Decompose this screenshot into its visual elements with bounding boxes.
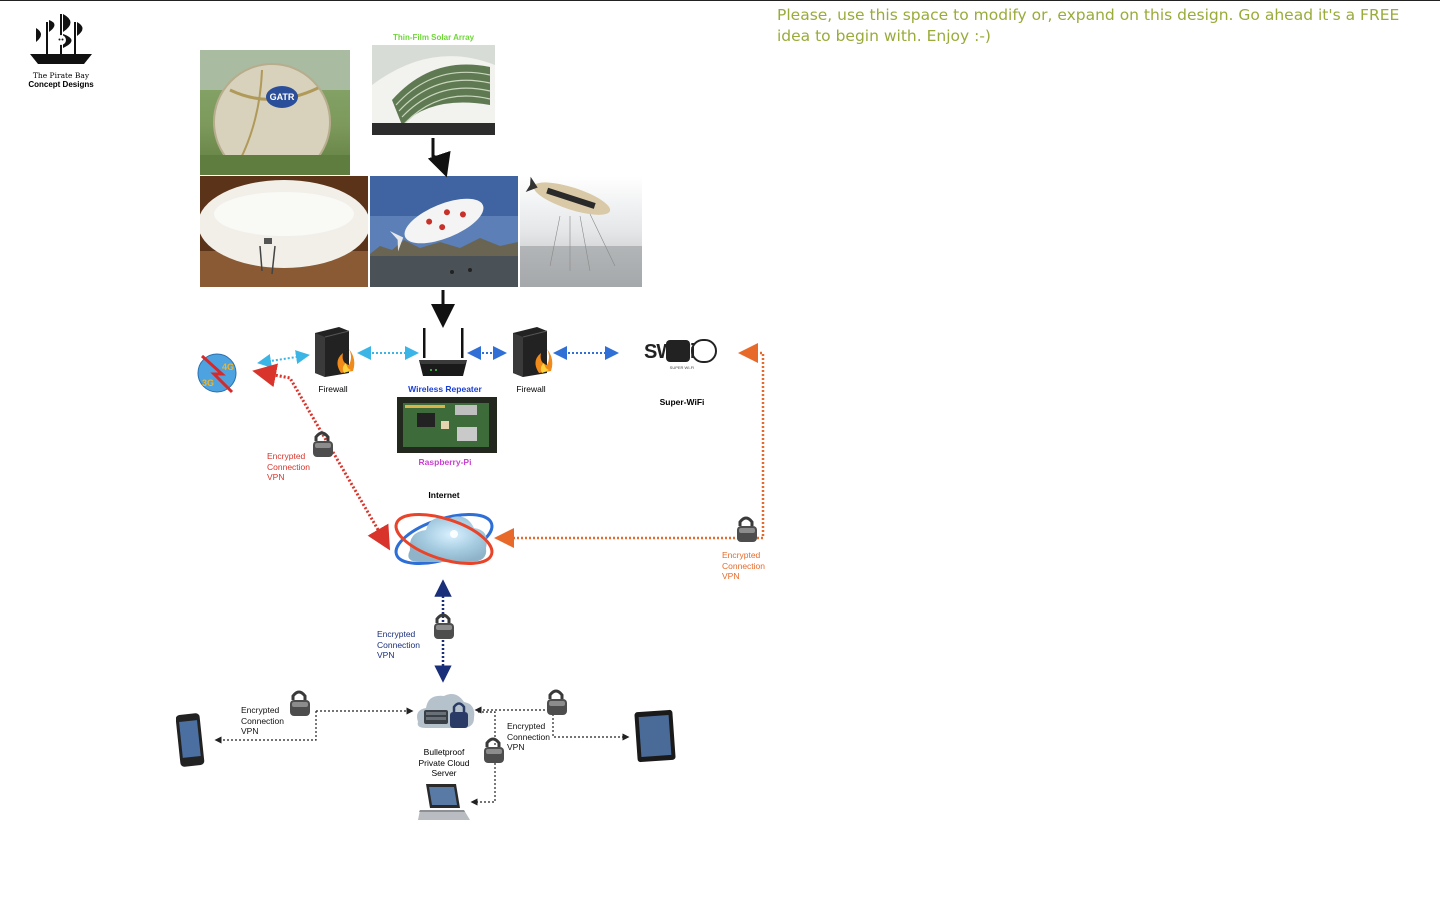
top-border-line [0,0,1440,1]
vpn-phone-line-1: Encrypted [241,705,280,715]
raspberry-pi-photo [397,397,497,453]
server-label-line-1: Bulletproof [423,747,465,757]
padlock-icon [290,690,310,716]
vpn-label-phone: Encrypted Connection VPN [241,705,284,737]
padlock-icon [313,431,333,457]
vpn-orange-line-2: Connection [722,560,766,571]
vpn-orange-line-1: Encrypted [722,550,761,560]
aerostat-city-photo [520,176,642,287]
vpn-tablet-line-2: Connection [507,731,551,742]
vpn-navy-line-3: VPN [377,650,395,660]
solar-array-label: Thin-Film Solar Array [392,33,475,42]
vpn-red-line-3: VPN [267,472,285,482]
raspberry-pi-label: Raspberry-Pi [418,457,472,467]
design-note: Please, use this space to modify or, exp… [777,6,1400,45]
vpn-phone-line-2: Connection [241,715,285,726]
private-cloud-server-label: Bulletproof Private Cloud Server [404,747,484,779]
vpn-label-red: Encrypted Connection VPN [267,451,310,483]
vpn-phone-line-3: VPN [241,726,259,736]
private-cloud-server-icon [412,688,478,736]
server-to-phone-link [214,711,317,744]
vpn-navy-line-2: Connection [377,639,421,650]
server-label-line-3: Server [431,768,457,778]
vpn-red-line-1: Encrypted [267,451,306,461]
padlock-icon [434,613,454,639]
solar-array-photo [372,45,495,135]
vpn-tablet-line-3: VPN [507,742,525,752]
pirate-ship-icon [30,14,92,64]
laptop-icon [416,782,472,824]
vpn-navy-line-1: Encrypted [377,629,416,639]
server-to-tablet-link [552,710,630,741]
pirate-bay-logo: The Pirate Bay Concept Designs [22,10,100,89]
wireless-repeater-icon [417,326,469,380]
vpn-tablet-line-1: Encrypted [507,721,546,731]
padlock-icon [547,689,567,715]
smartphone-icon [175,713,206,767]
padlock-icon [484,737,504,763]
solar-to-airship-arrow [427,138,451,178]
gatr-logo-text: GATR [270,92,295,102]
mobile-3g-4g-icon: 4G 3G [196,352,238,394]
tablet-icon [632,709,678,765]
logo-line-1: The Pirate Bay [32,71,90,80]
vpn-label-orange: Encrypted Connection VPN [722,550,765,582]
vpn-orange-line-3: VPN [722,571,740,581]
padlock-icon [737,516,757,542]
vpn-label-navy: Encrypted Connection VPN [377,629,420,661]
vpn-label-tablet: Encrypted Connection VPN [507,721,550,753]
internet-label: Internet [428,490,460,500]
server-label-line-2: Private Cloud [418,757,470,768]
link-3g-firewall [257,350,310,368]
vpn-red-line-2: Connection [267,461,311,472]
blimp-indoor-photo [200,176,368,287]
orange-vpn-link [494,343,765,548]
internet-cloud-icon [390,500,498,578]
gatr-balloon-photo: GATR [200,50,350,175]
logo-line-2: Concept Designs [28,80,94,89]
red-vpn-link [252,363,391,551]
airship-sky-photo [370,176,518,287]
badge-4g: 4G [222,362,234,372]
wireless-repeater-label: Wireless Repeater [408,384,482,394]
badge-3g: 3G [202,378,214,388]
